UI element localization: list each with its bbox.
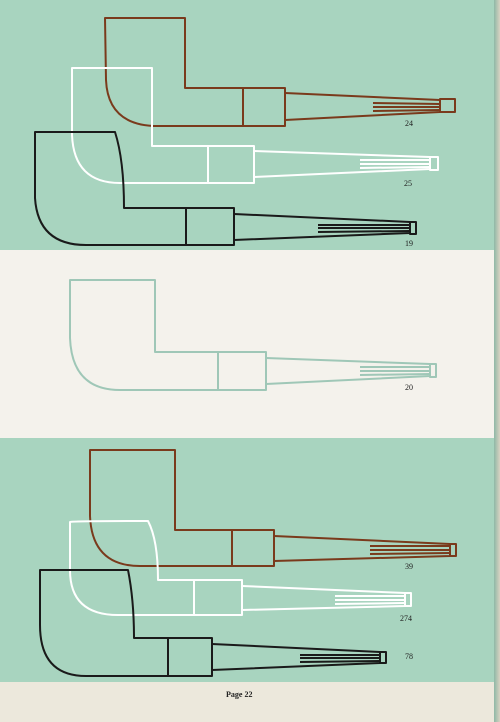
pipe-25-drawing (71, 67, 439, 184)
pipe-number-19: 19 (405, 239, 413, 248)
bottom-green-band (0, 438, 494, 682)
pipe-19-drawing (34, 131, 417, 246)
page-number: Page 22 (226, 690, 253, 699)
page-edge (494, 0, 500, 722)
pipe-number-274: 274 (400, 614, 412, 623)
pipe-24-drawing (104, 17, 456, 127)
pipe-274-drawing (69, 520, 412, 616)
page-footer (0, 682, 494, 722)
pipe-number-25: 25 (404, 179, 412, 188)
pipe-39-drawing (89, 449, 457, 567)
pipe-number-24: 24 (405, 119, 413, 128)
pipe-20-drawing (69, 279, 437, 391)
pipe-number-78: 78 (405, 652, 413, 661)
pipe-number-20: 20 (405, 383, 413, 392)
pipe-number-39: 39 (405, 562, 413, 571)
middle-white-band (0, 250, 494, 438)
pipe-78-drawing (39, 569, 387, 677)
